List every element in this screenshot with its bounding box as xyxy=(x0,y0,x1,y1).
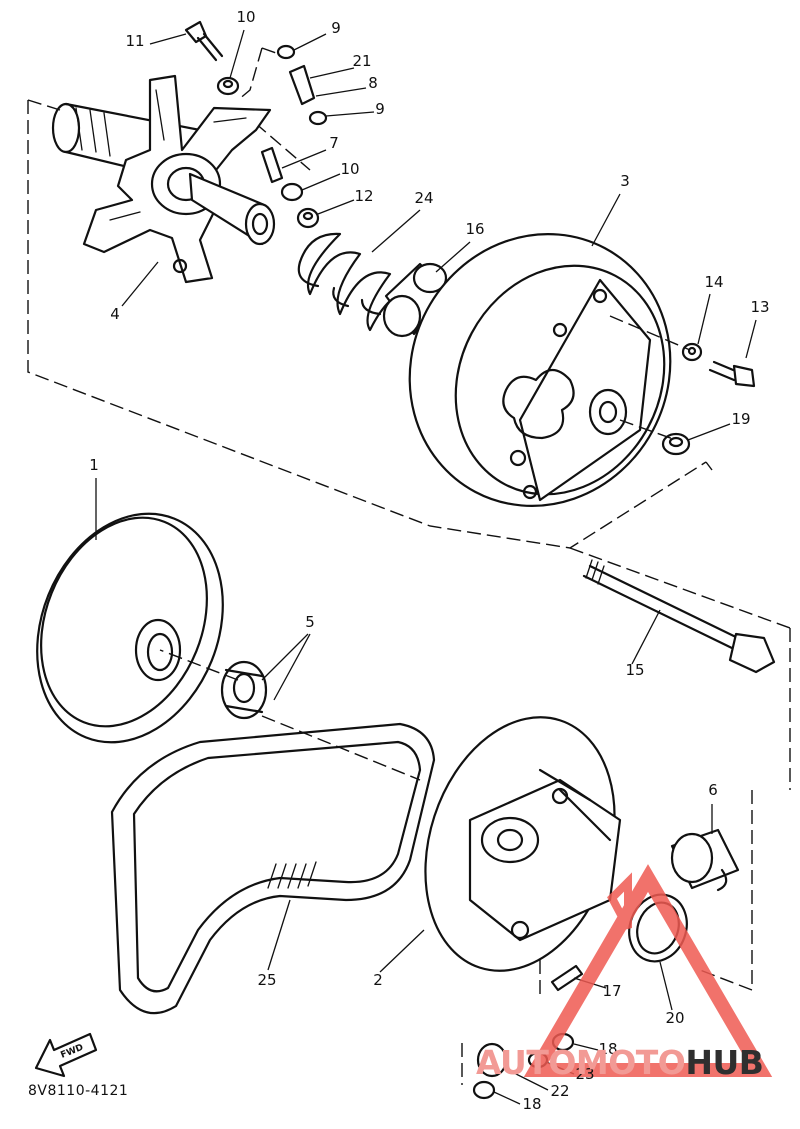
callout-c22: 22 xyxy=(550,1082,569,1100)
callout-c10b: 10 xyxy=(340,160,359,178)
callout-c19: 19 xyxy=(731,410,750,428)
callout-c9b: 9 xyxy=(375,100,385,118)
part-slider xyxy=(670,828,740,892)
part-drive-belt xyxy=(110,722,436,1015)
part-sheave-disc xyxy=(36,512,224,744)
callout-c5: 5 xyxy=(305,613,315,631)
small-pins xyxy=(472,964,584,1100)
part-fixed-sheave-hub xyxy=(51,74,276,284)
callout-c18a: 18 xyxy=(598,1040,617,1058)
callout-c6: 6 xyxy=(708,781,718,799)
hub-hardware xyxy=(184,20,328,229)
part-sliding-sheave xyxy=(424,716,622,972)
callout-c13: 13 xyxy=(750,298,769,316)
part-bushings xyxy=(220,660,268,720)
watermark-auto: AUTO xyxy=(476,1043,576,1082)
callout-c9a: 9 xyxy=(331,19,341,37)
callout-c25: 25 xyxy=(257,971,276,989)
leader-lines xyxy=(95,29,757,1105)
watermark-triangle-logo xyxy=(523,864,773,1077)
callout-c7: 7 xyxy=(329,134,339,152)
callout-c15: 15 xyxy=(625,661,644,679)
callout-c18b: 18 xyxy=(522,1095,541,1113)
part-long-bolt xyxy=(582,559,776,674)
callout-c16: 16 xyxy=(465,220,484,238)
callout-c21: 21 xyxy=(352,52,371,70)
callout-c8: 8 xyxy=(368,74,378,92)
callout-c12: 12 xyxy=(354,187,373,205)
callout-c17: 17 xyxy=(602,982,621,1000)
part-spring xyxy=(297,232,412,332)
callout-c14: 14 xyxy=(704,273,723,291)
watermark-moto: MOTO xyxy=(575,1043,686,1082)
callout-c1: 1 xyxy=(89,456,99,474)
callout-c2: 2 xyxy=(373,971,383,989)
callout-c20: 20 xyxy=(665,1009,684,1027)
cover-fasteners xyxy=(661,342,756,456)
callout-c11: 11 xyxy=(125,32,144,50)
watermark-hub: HUB xyxy=(685,1043,764,1082)
callout-c23: 23 xyxy=(575,1065,594,1083)
callout-c10a: 10 xyxy=(236,8,255,26)
assembly-boundary-lines xyxy=(27,47,791,1085)
callout-c3: 3 xyxy=(620,172,630,190)
forward-direction-arrow: FWD xyxy=(34,1032,98,1078)
watermark-text: AUTOMOTOHUB xyxy=(476,1043,764,1082)
callout-c4: 4 xyxy=(110,305,120,323)
part-cover xyxy=(408,233,672,507)
callout-c24: 24 xyxy=(414,189,433,207)
reference-code: 8V8110-4121 xyxy=(28,1083,129,1099)
